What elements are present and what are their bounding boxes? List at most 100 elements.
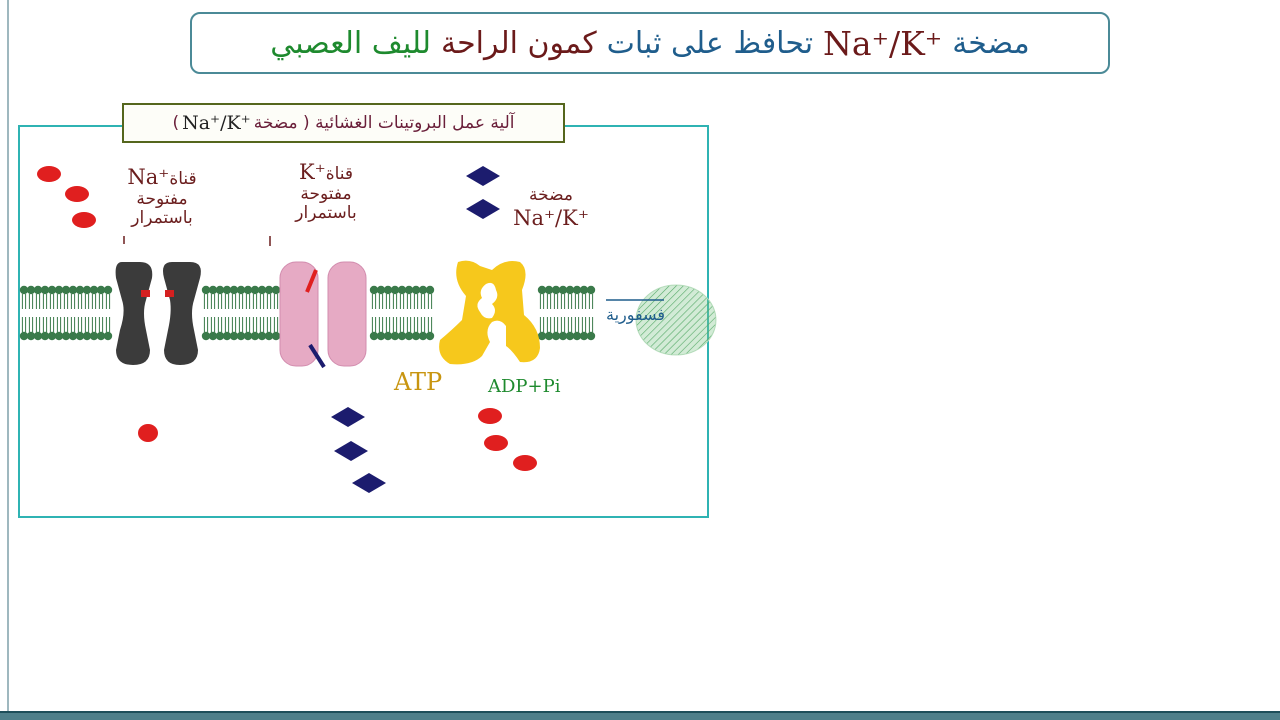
lipid-head (397, 285, 407, 295)
na-ions (37, 166, 537, 471)
lipid-head (404, 331, 414, 341)
lipid-head (572, 331, 582, 341)
phosphate-blob-fill (636, 285, 716, 355)
lipid-head (103, 285, 113, 295)
lipid-head (397, 331, 407, 341)
lipid-head (26, 285, 36, 295)
lipid-head (96, 285, 106, 295)
lipid-head (201, 285, 211, 295)
lipid-head (61, 285, 71, 295)
lipid-head (89, 331, 99, 341)
lipid-head (383, 285, 393, 295)
na-ion (138, 424, 158, 442)
lipid-head (544, 331, 554, 341)
lipid-head (33, 285, 43, 295)
title-word3: كمون الراحة (440, 25, 597, 61)
lipid-head (68, 285, 78, 295)
k-channel-label-line1: K⁺قناة (276, 160, 376, 185)
lipid-head (411, 331, 421, 341)
na-gate-left (141, 290, 150, 297)
lipid-head (586, 331, 596, 341)
lipid-head (579, 331, 589, 341)
k-ion (334, 441, 368, 461)
lipid-head (579, 285, 589, 295)
lipid-head (82, 331, 92, 341)
lipid-head (250, 331, 260, 341)
k-gate-top (305, 269, 318, 293)
na-ion (478, 408, 502, 424)
lipid-head (369, 285, 379, 295)
na-ion (484, 435, 508, 451)
lipid-head (390, 331, 400, 341)
lipid-head (404, 285, 414, 295)
lipid-head (383, 331, 393, 341)
title-word2: تحافظ على ثبات (606, 25, 814, 61)
panel-label: آلية عمل البروتينات الغشائية ( مضخة Na⁺/… (122, 103, 565, 143)
atp-label: ATP (394, 368, 443, 396)
na-ion (513, 455, 537, 471)
lipid-head (75, 285, 85, 295)
lipid-head (572, 285, 582, 295)
na-ion (37, 166, 61, 182)
lipid-head (229, 285, 239, 295)
lipid-head (390, 285, 400, 295)
lipid-head (243, 331, 253, 341)
na-channel-label: Na⁺قناة مفتوحة باستمرار (112, 165, 212, 229)
phosphate-label: فسفورية (606, 305, 666, 324)
lipid-head (229, 331, 239, 341)
k-ion (466, 166, 500, 186)
lipid-head (236, 285, 246, 295)
lipid-head (257, 285, 267, 295)
lipid-head (565, 331, 575, 341)
title-word4: لليف العصبي (270, 25, 431, 61)
na-channel-label-line1: Na⁺قناة (112, 165, 212, 190)
na-channel-word: قناة (169, 169, 197, 189)
lipid-head (33, 331, 43, 341)
lipid-head (54, 285, 64, 295)
lipid-head (264, 285, 274, 295)
panel-label-ion: Na⁺/K⁺ (182, 112, 251, 134)
lipid-head (208, 285, 218, 295)
lipid-head (222, 285, 232, 295)
na-channel-line2: مفتوحة (136, 188, 188, 209)
lipid-head (418, 285, 428, 295)
k-ion (352, 473, 386, 493)
panel-label-text: آلية عمل البروتينات الغشائية ( مضخة (253, 113, 515, 133)
lipid-head (376, 331, 386, 341)
lipid-head (369, 331, 379, 341)
lipid-head (47, 285, 57, 295)
title-box: مضخة Na⁺/K⁺ تحافظ على ثبات كمون الراحة ل… (190, 12, 1110, 74)
pump-label-line1: مضخة (529, 185, 573, 205)
lipid-head (19, 285, 29, 295)
lipid-head (82, 285, 92, 295)
k-channel-ion: K⁺ (298, 160, 326, 184)
lipid-head (558, 331, 568, 341)
k-channel-line3: باستمرار (295, 203, 357, 224)
lipid-head (61, 331, 71, 341)
lipid-head (250, 285, 260, 295)
lipid-head (68, 331, 78, 341)
lipid-head (551, 331, 561, 341)
left-rule (7, 0, 9, 720)
lipid-head (222, 331, 232, 341)
k-ions (331, 166, 500, 493)
lipid-head (201, 331, 211, 341)
lipid-head (47, 331, 57, 341)
phospholipid-bilayer (19, 285, 596, 341)
bottom-bar (0, 711, 1280, 720)
lipid-head (54, 331, 64, 341)
k-ion (466, 199, 500, 219)
na-channel-line3: باستمرار (131, 208, 193, 229)
lipid-head (40, 285, 50, 295)
pump-label-ion: Na⁺/K⁺ (513, 205, 589, 230)
lipid-head (75, 331, 85, 341)
lipid-head (243, 285, 253, 295)
phosphate-blob (635, 284, 717, 356)
k-channel-label: K⁺قناة مفتوحة باستمرار (276, 160, 376, 224)
lipid-head (586, 285, 596, 295)
lipid-head (26, 331, 36, 341)
lipid-head (215, 285, 225, 295)
lipid-head (40, 331, 50, 341)
lipid-head (537, 285, 547, 295)
